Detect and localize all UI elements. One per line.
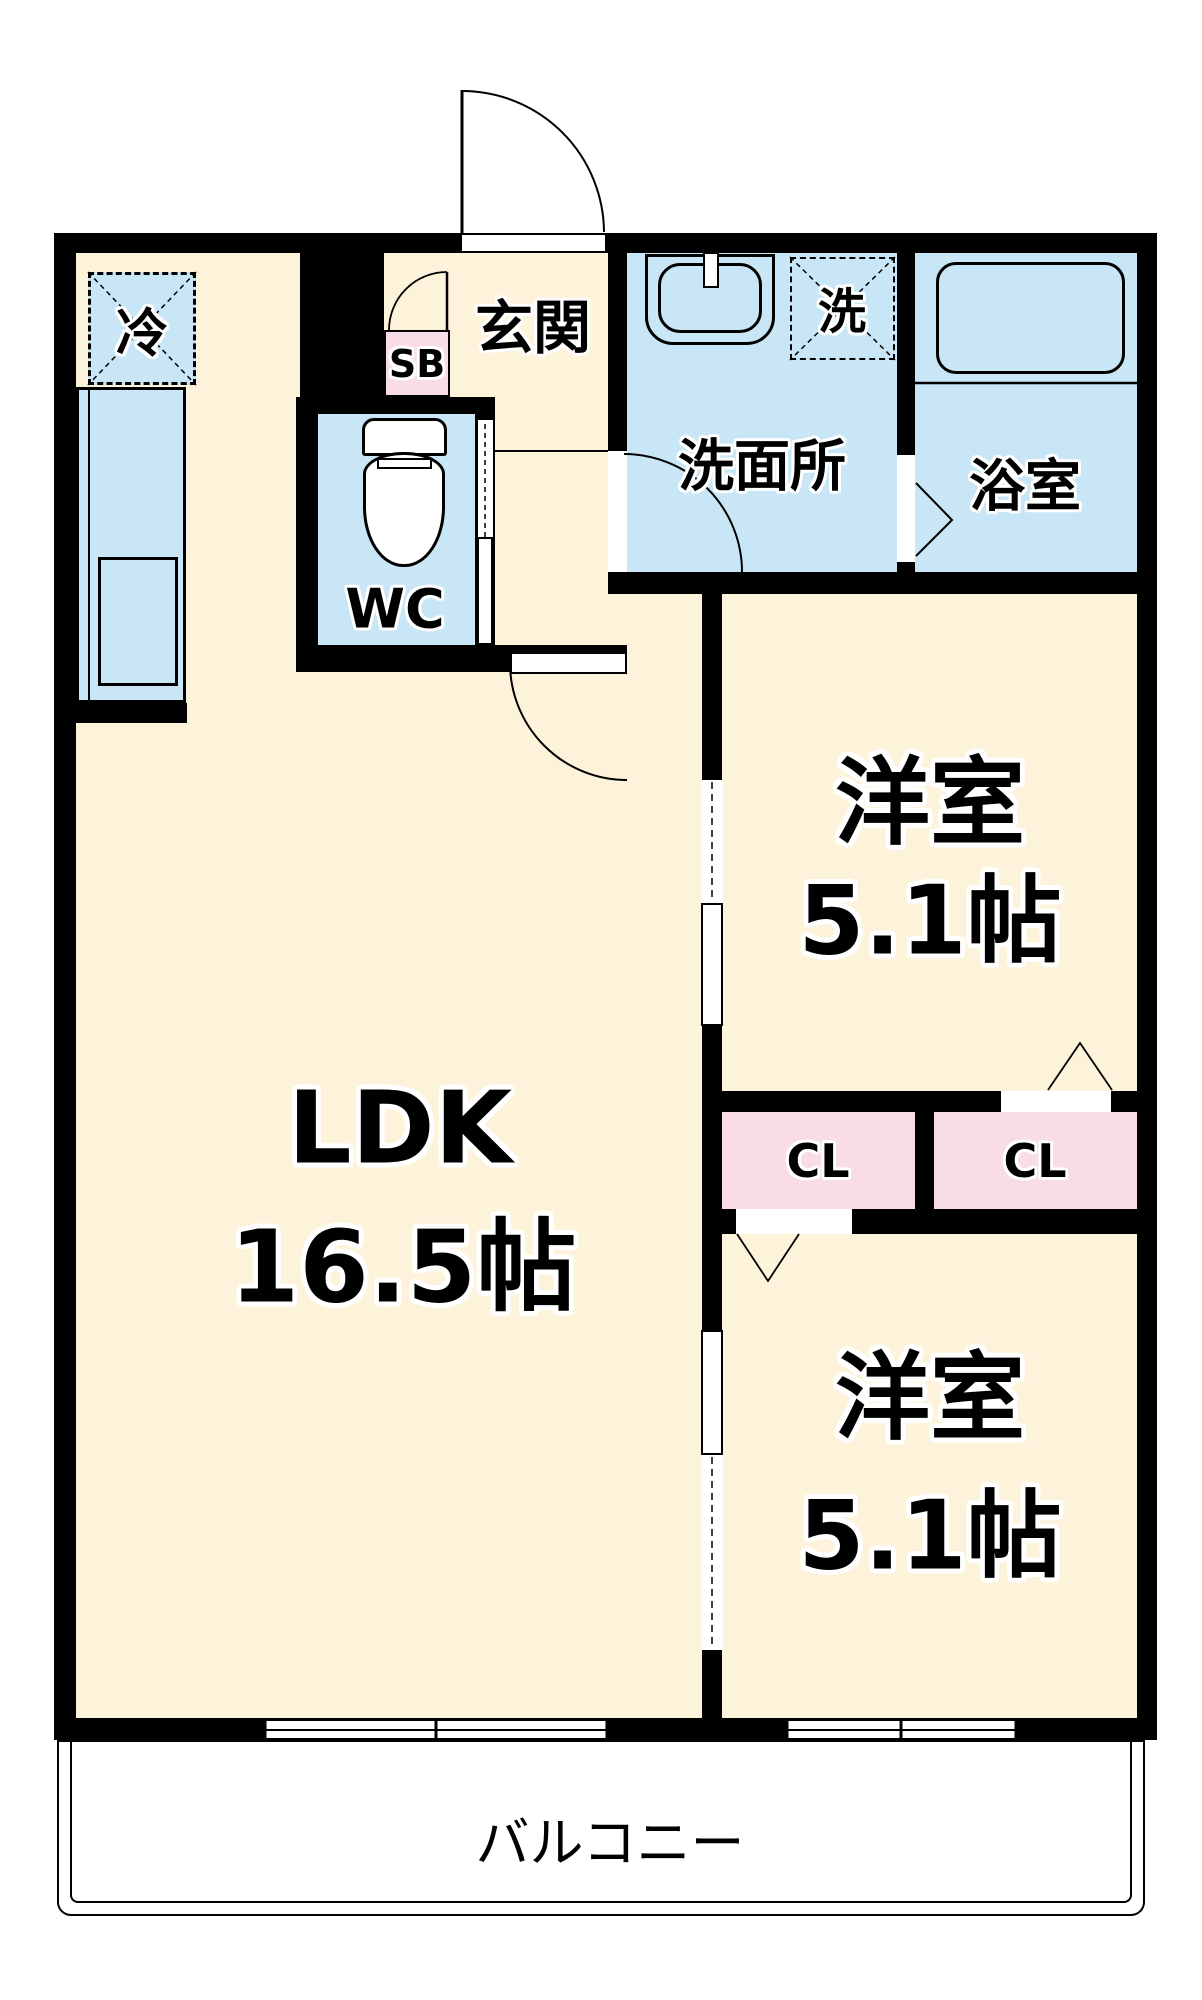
label-bedroom-upper-size: 5.1帖	[798, 866, 1062, 977]
kitchen-sink	[98, 557, 178, 686]
sink-faucet-icon	[703, 252, 719, 288]
label-bedroom-lower-size: 5.1帖	[798, 1481, 1062, 1592]
front-door-swing-arc	[462, 90, 605, 233]
wall-wet-bottom	[608, 572, 1157, 594]
wall-left	[54, 233, 76, 1740]
wall-right	[1137, 233, 1157, 1740]
label-ldk-size: 16.5帖	[229, 1208, 577, 1326]
closet-left-floor	[722, 1112, 915, 1209]
wall-top-right	[605, 233, 1157, 253]
bathroom-door-opening	[897, 455, 915, 562]
wall-wc-left	[296, 397, 318, 672]
shoe-box	[384, 330, 450, 397]
balcony-inner-line	[70, 1742, 1132, 1903]
closet-left-opening	[736, 1209, 852, 1234]
label-shoe-box: SB	[388, 342, 446, 386]
label-balcony: バルコニー	[475, 1811, 745, 1875]
window-ldk	[265, 1719, 607, 1740]
toilet-tank-icon	[362, 418, 447, 456]
bathtub-icon	[936, 262, 1125, 374]
label-toilet: WC	[345, 577, 445, 641]
label-washroom: 洗面所	[678, 434, 846, 500]
washroom-door-opening	[608, 451, 627, 572]
bedroom-upper-sliding-leaf	[701, 903, 723, 1026]
closet-right-opening	[1001, 1091, 1111, 1112]
toilet-seat-icon	[377, 458, 432, 469]
label-entrance: 玄関	[474, 294, 592, 362]
wall-kitchen-stub	[73, 703, 187, 723]
label-bathroom: 浴室	[969, 454, 1081, 520]
window-bedroom-midline	[787, 1729, 1016, 1731]
toilet-bowl-icon	[363, 452, 445, 567]
closet-right-floor	[934, 1112, 1137, 1209]
label-bedroom-lower-name: 洋室	[834, 1343, 1026, 1454]
wall-wc-top	[296, 397, 495, 414]
front-door-opening	[462, 233, 605, 253]
wc-sliding-door-leaf	[477, 537, 493, 645]
bedroom-lower-sliding-track	[701, 1455, 723, 1650]
window-ldk-midline	[265, 1729, 607, 1731]
wall-top-left	[54, 233, 462, 253]
ldk-door-leaf	[510, 652, 627, 674]
label-washer: 洗	[817, 284, 867, 340]
label-ldk-name: LDK	[287, 1069, 513, 1187]
wall-entrance-block	[300, 252, 384, 397]
window-bedroom	[787, 1719, 1016, 1740]
kitchen-counter-edge-line	[88, 390, 90, 700]
balcony-outline	[57, 1740, 1145, 1916]
label-refrigerator: 冷	[115, 304, 169, 365]
label-bedroom-upper-name: 洋室	[834, 748, 1026, 859]
wall-closet-mid	[915, 1112, 934, 1209]
label-closet-right: CL	[1003, 1134, 1067, 1188]
bedroom-lower-sliding-leaf	[701, 1330, 723, 1455]
label-closet-left: CL	[786, 1134, 850, 1188]
bedroom-upper-sliding-track	[701, 780, 723, 903]
